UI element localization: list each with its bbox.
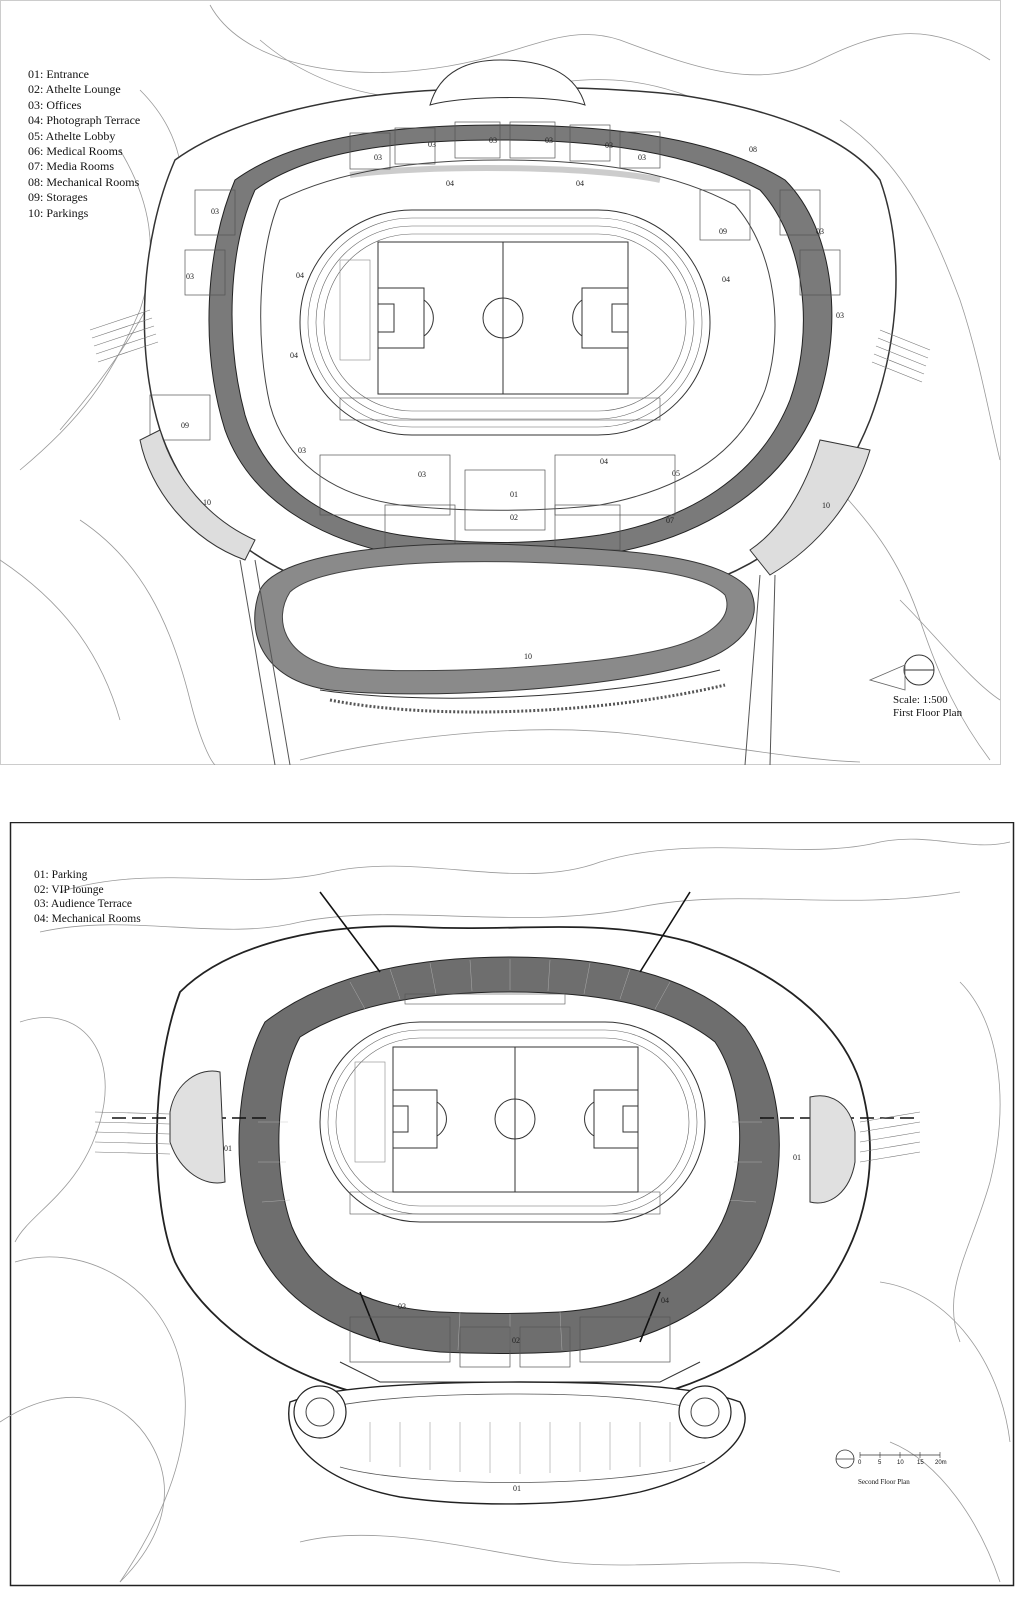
room-labels: 03 03 03 03 03 03 03 03 03 03 03 03 04 0… [181,136,844,661]
legend-item: 02: Athelte Lounge [28,82,121,97]
svg-text:01: 01 [224,1144,232,1153]
plan-title: First Floor Plan [893,707,963,719]
svg-text:03: 03 [836,311,844,320]
svg-text:10: 10 [203,498,211,507]
svg-text:04: 04 [600,457,608,466]
svg-text:03: 03 [211,207,219,216]
second-floor-legend: 01: Parking 02: VIP lounge 03: Audience … [34,868,141,927]
football-pitch [354,1046,639,1193]
plan-title: Second Floor Plan [858,1478,910,1486]
svg-text:10: 10 [822,501,830,510]
svg-text:03: 03 [428,140,436,149]
svg-text:02: 02 [510,513,518,522]
legend-item: 10: Parkings [28,205,89,220]
svg-text:10: 10 [524,652,532,661]
scale-tick: 20m [935,1460,947,1466]
svg-text:03: 03 [545,136,553,145]
svg-text:03: 03 [638,153,646,162]
svg-text:03: 03 [816,227,824,236]
landscape-contours [0,4,1001,765]
athletics-track [299,209,711,436]
svg-text:09: 09 [181,421,189,430]
svg-text:09: 09 [719,227,727,236]
first-floor-legend: 01: Entrance 02: Athelte Lounge 03: Offi… [28,67,140,221]
parking-crescent [288,1361,746,1505]
legend-item: 01: Parking [34,869,88,881]
svg-text:01: 01 [513,1484,521,1493]
north-arrow [868,654,935,691]
scale-tick: 15 [917,1460,924,1466]
legend-item: 06: Medical Rooms [28,144,123,159]
athletics-track [319,993,706,1223]
svg-text:04: 04 [446,179,454,188]
scale-tick: 0 [858,1460,862,1466]
svg-text:04: 04 [661,1296,669,1305]
svg-text:03: 03 [374,153,382,162]
svg-text:04: 04 [296,271,304,280]
svg-text:03: 03 [398,1302,406,1311]
scale-bar [835,1449,941,1469]
first-floor-plan: 03 03 03 03 03 03 03 03 03 03 03 03 04 0… [0,0,1024,765]
football-pitch [339,241,629,395]
svg-text:03: 03 [489,136,497,145]
legend-item: 04: Mechanical Rooms [34,913,141,926]
legend-item: 09: Storages [28,190,88,205]
svg-text:08: 08 [749,145,757,154]
second-floor-drawing: 01 01 01 02 03 04 [0,822,1015,1587]
svg-text:03: 03 [298,446,306,455]
legend-item: 03: Audience Terrace [34,898,132,911]
legend-item: 02: VIP lounge [34,883,104,896]
scale-label: Scale: 1:500 [893,694,948,706]
svg-text:04: 04 [576,179,584,188]
svg-text:05: 05 [672,469,680,478]
svg-text:04: 04 [290,351,298,360]
parking-loop [254,543,755,714]
room-labels: 01 01 01 02 03 04 [224,1144,801,1493]
second-floor-plan: 01 01 01 02 03 04 01: Parking 02: VIP lo… [0,822,1024,1600]
scale-tick: 5 [878,1460,882,1466]
svg-text:03: 03 [605,141,613,150]
legend-item: 04: Photograph Terrace [28,113,141,128]
legend-item: 07: Media Rooms [28,159,114,174]
svg-text:03: 03 [186,272,194,281]
svg-text:04: 04 [722,275,730,284]
svg-text:02: 02 [512,1336,520,1345]
scale-tick: 10 [897,1460,904,1466]
first-floor-drawing: 03 03 03 03 03 03 03 03 03 03 03 03 04 0… [0,0,1001,765]
landscape-contours [0,838,1011,1583]
legend-item: 01: Entrance [28,67,89,81]
legend-item: 03: Offices [28,97,82,112]
legend-item: 05: Athelte Lobby [28,128,116,143]
svg-text:07: 07 [666,516,674,525]
legend-item: 08: Mechanical Rooms [28,174,140,189]
svg-text:01: 01 [793,1153,801,1162]
svg-text:03: 03 [418,470,426,479]
svg-text:01: 01 [510,490,518,499]
